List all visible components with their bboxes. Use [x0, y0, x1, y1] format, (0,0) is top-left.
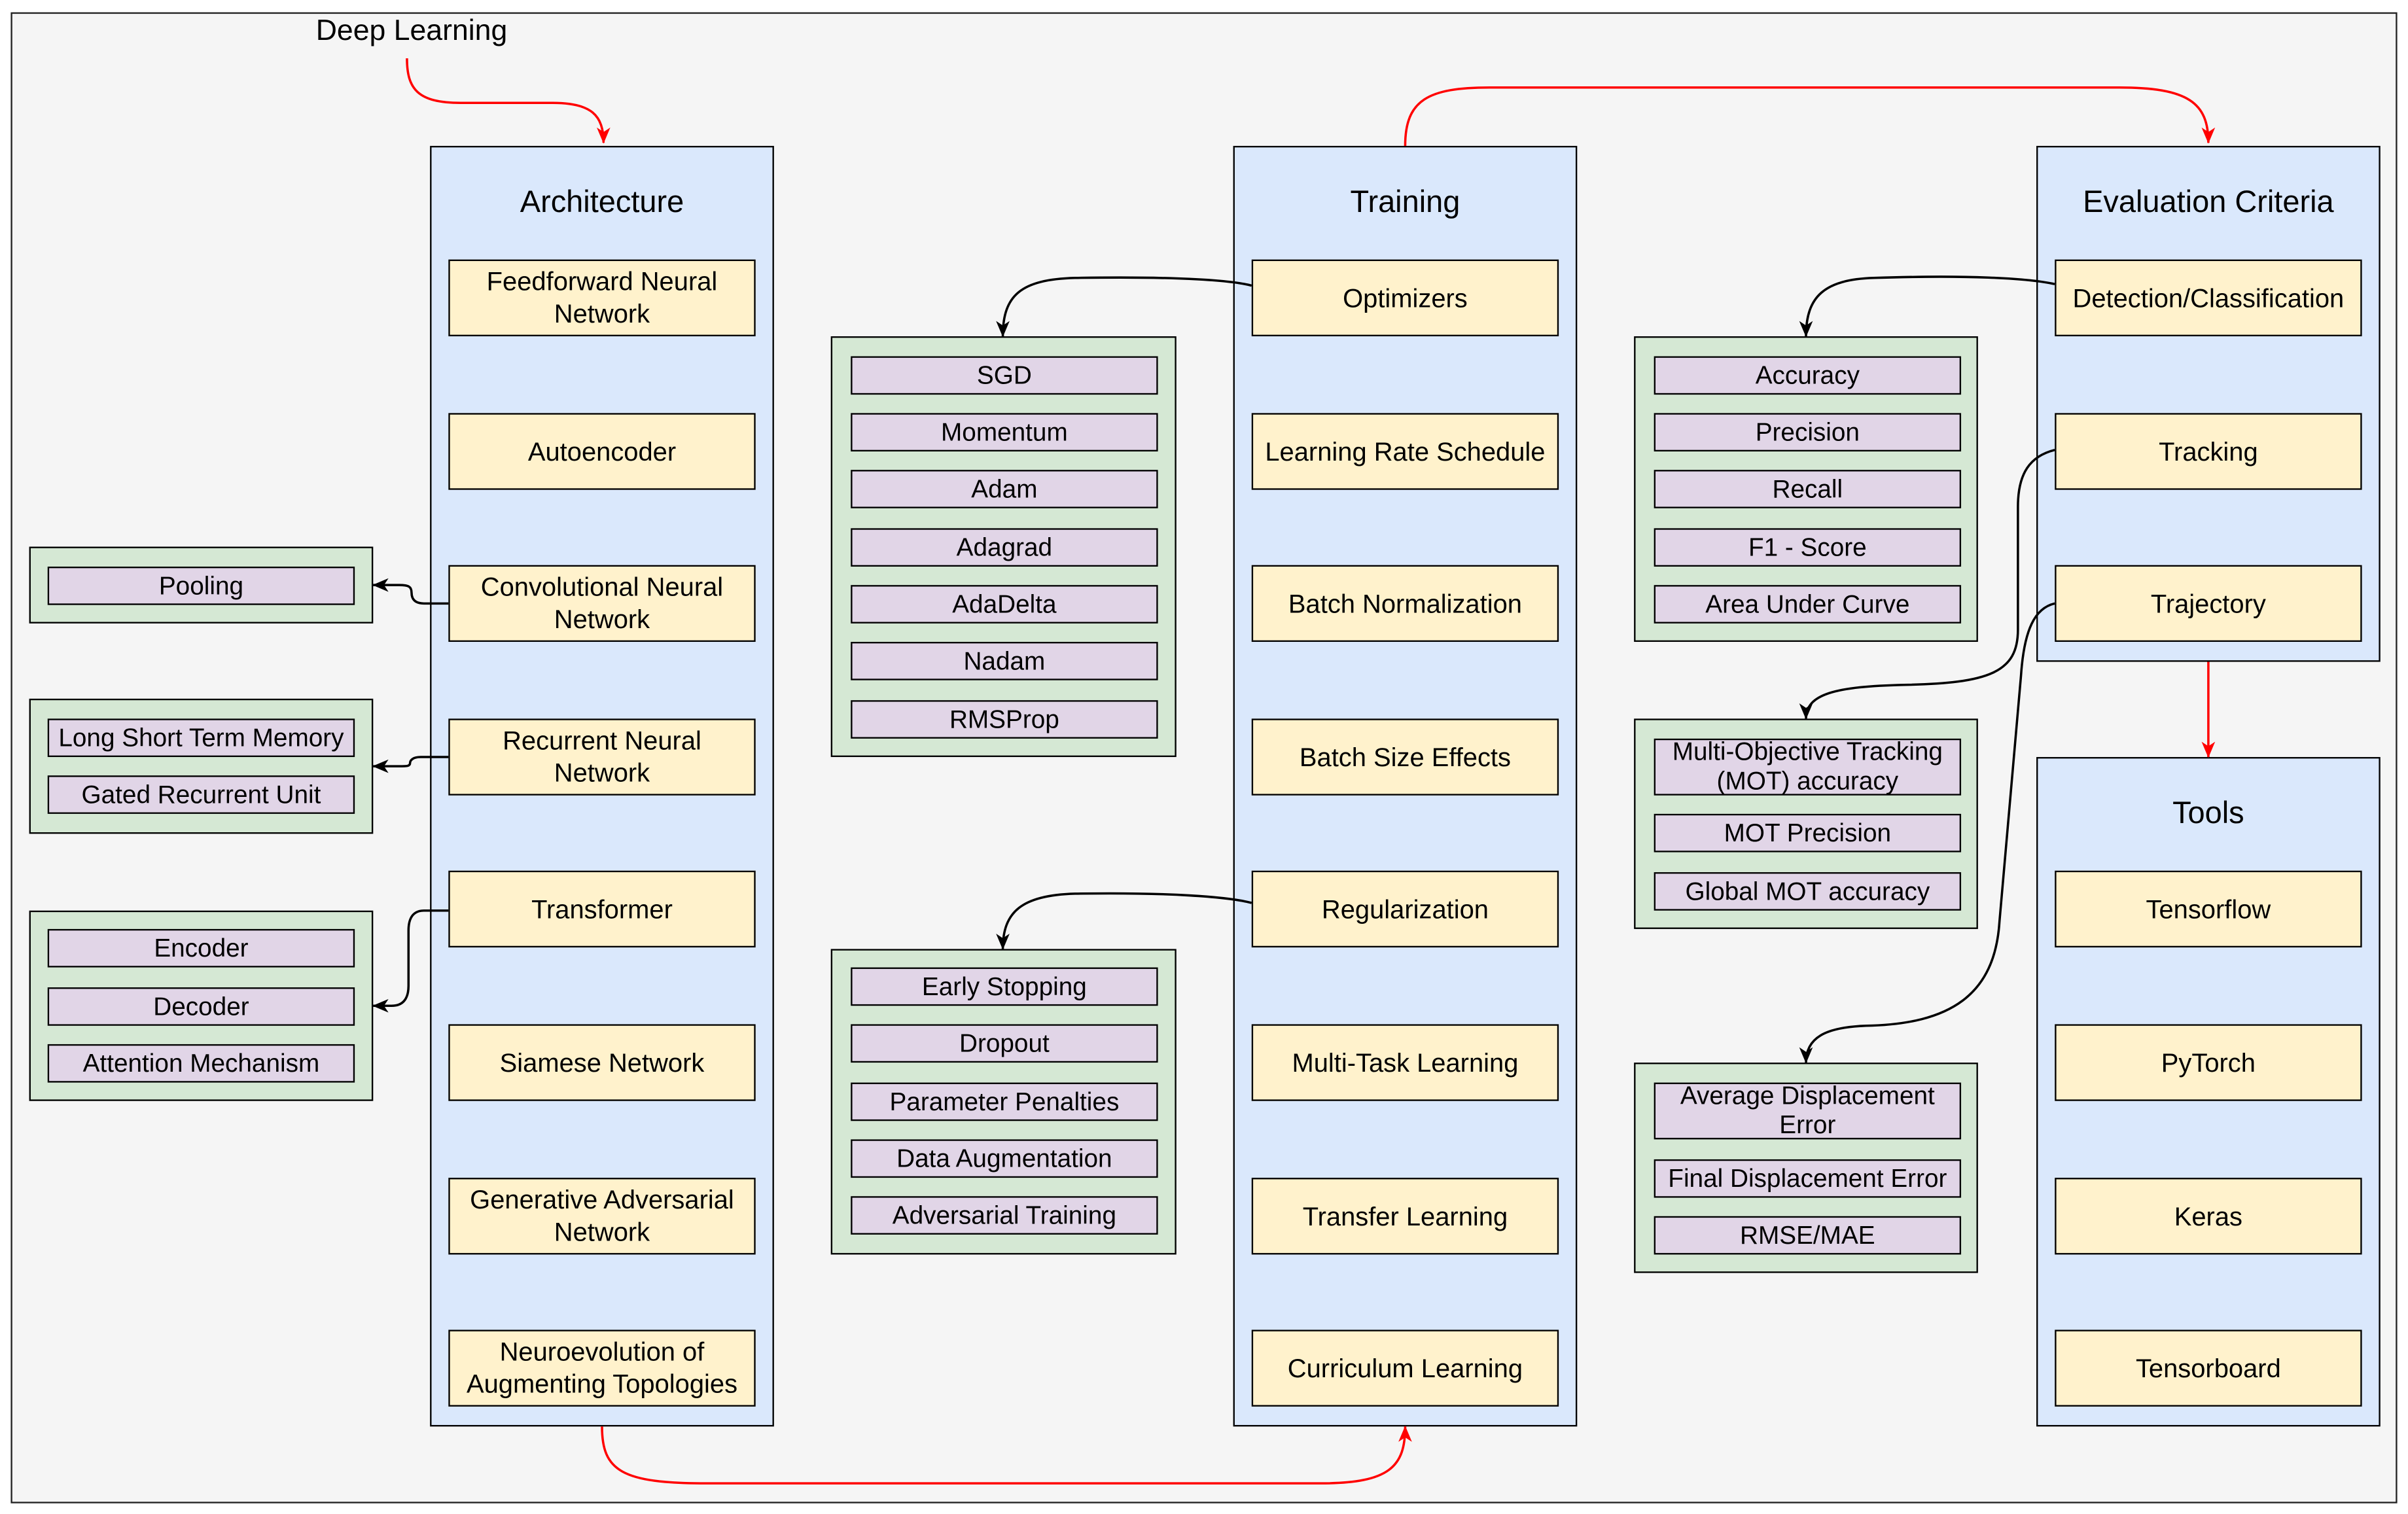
node-keras: Keras [2055, 1178, 2362, 1255]
node-autoencoder: Autoencoder [448, 413, 756, 490]
subnode-gru: Gated Recurrent Unit [47, 775, 355, 814]
subnode-adam: Adam [851, 470, 1158, 508]
node-transfer-learning: Transfer Learning [1251, 1178, 1559, 1255]
node-detection-classification: Detection/Classification [2055, 259, 2362, 336]
subnode-recall: Recall [1654, 470, 1962, 508]
node-feedforward-neural-network: Feedforward Neural Network [448, 259, 756, 336]
subnode-lstm: Long Short Term Memory [47, 718, 355, 758]
subnode-nadam: Nadam [851, 642, 1158, 680]
node-tensorflow: Tensorflow [2055, 870, 2362, 948]
subnode-rmse-mae: RMSE/MAE [1654, 1216, 1962, 1255]
subnode-dropout: Dropout [851, 1024, 1158, 1063]
subnode-mot-precision: MOT Precision [1654, 813, 1962, 853]
subnode-encoder: Encoder [47, 928, 355, 968]
node-convolutional-neural-network: Convolutional Neural Network [448, 565, 756, 643]
subnode-momentum: Momentum [851, 413, 1158, 452]
node-tracking: Tracking [2055, 413, 2362, 490]
node-pytorch: PyTorch [2055, 1024, 2362, 1101]
diagram-title: Deep Learning [315, 15, 508, 48]
subnode-sgd: SGD [851, 356, 1158, 395]
node-curriculum-learning: Curriculum Learning [1251, 1329, 1559, 1407]
node-recurrent-neural-network: Recurrent Neural Network [448, 718, 756, 796]
subnode-adversarial-training: Adversarial Training [851, 1196, 1158, 1235]
node-trajectory: Trajectory [2055, 565, 2362, 643]
node-transformer: Transformer [448, 870, 756, 948]
node-multi-task-learning: Multi-Task Learning [1251, 1024, 1559, 1101]
node-regularization: Regularization [1251, 870, 1559, 948]
node-batch-normalization: Batch Normalization [1251, 565, 1559, 643]
subnode-adadelta: AdaDelta [851, 585, 1158, 624]
subnode-attention-mechanism: Attention Mechanism [47, 1044, 355, 1083]
node-learning-rate-schedule: Learning Rate Schedule [1251, 413, 1559, 490]
architecture-panel-title: Architecture [520, 185, 684, 220]
subnode-global-mot-accuracy: Global MOT accuracy [1654, 872, 1962, 911]
node-neuroevolution: Neuroevolution of Augmenting Topologies [448, 1329, 756, 1407]
subnode-adagrad: Adagrad [851, 528, 1158, 567]
evaluation-panel-title: Evaluation Criteria [2083, 185, 2334, 220]
training-panel-title: Training [1350, 185, 1461, 220]
node-siamese-network: Siamese Network [448, 1024, 756, 1101]
node-optimizers: Optimizers [1251, 259, 1559, 336]
tools-panel-title: Tools [2172, 797, 2244, 831]
subnode-mot-accuracy: Multi-Objective Tracking (MOT) accuracy [1654, 738, 1962, 796]
subnode-parameter-penalties: Parameter Penalties [851, 1082, 1158, 1121]
subnode-average-displacement-error: Average Displacement Error [1654, 1082, 1962, 1140]
subnode-area-under-curve: Area Under Curve [1654, 585, 1962, 624]
subnode-early-stopping: Early Stopping [851, 967, 1158, 1006]
subnode-f1-score: F1 - Score [1654, 528, 1962, 567]
subnode-decoder: Decoder [47, 987, 355, 1026]
node-generative-adversarial-network: Generative Adversarial Network [448, 1178, 756, 1255]
subnode-accuracy: Accuracy [1654, 356, 1962, 395]
node-batch-size-effects: Batch Size Effects [1251, 718, 1559, 796]
subnode-final-displacement-error: Final Displacement Error [1654, 1159, 1962, 1198]
subnode-precision: Precision [1654, 413, 1962, 452]
node-tensorboard: Tensorboard [2055, 1329, 2362, 1407]
subnode-pooling: Pooling [47, 567, 355, 605]
subnode-rmsprop: RMSProp [851, 700, 1158, 739]
subnode-data-augmentation: Data Augmentation [851, 1139, 1158, 1178]
